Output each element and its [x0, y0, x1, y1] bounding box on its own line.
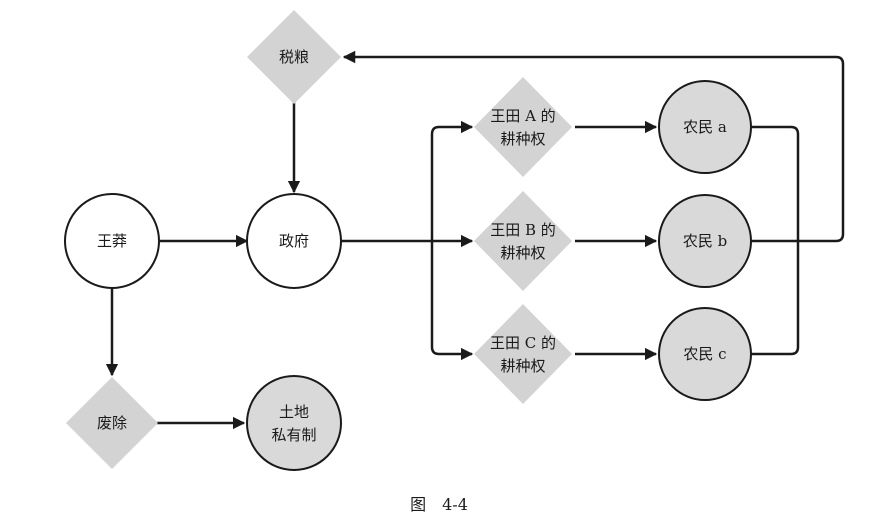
node-field-c-label-line1: 王田 C 的 — [490, 334, 556, 352]
node-farmer-a-label: 农民 a — [683, 118, 727, 136]
node-field-b-label-line1: 王田 B 的 — [490, 221, 556, 239]
node-field-b-diamond — [474, 191, 572, 291]
node-tax-grain-diamond — [247, 10, 341, 104]
node-private-land: 土地 私有制 — [246, 375, 342, 471]
node-wang-mang-label: 王莽 — [97, 232, 127, 250]
node-farmer-a: 农民 a — [658, 80, 752, 174]
edge-government-to-field-c — [430, 241, 474, 361]
node-farmer-b-label: 农民 b — [683, 232, 727, 250]
node-field-a: 王田 A 的 耕种权 — [474, 77, 572, 177]
node-tax-grain: 税粮 — [247, 10, 341, 104]
edge-government-to-field-a — [430, 120, 474, 241]
node-private-land-label-line2: 私有制 — [271, 426, 316, 444]
node-farmer-c: 农民 c — [658, 307, 752, 401]
node-government-circle — [246, 193, 342, 289]
edge-farmer-b-to-taxgrain — [342, 50, 845, 243]
node-field-a-diamond — [474, 77, 572, 177]
node-private-land-circle — [246, 375, 342, 471]
node-farmer-c-circle — [658, 307, 752, 401]
node-field-b-label-line2: 耕种权 — [500, 244, 545, 262]
node-private-land-label-line1: 土地 — [279, 403, 309, 421]
node-farmer-b-circle — [658, 194, 752, 288]
node-farmer-a-circle — [658, 80, 752, 174]
node-farmer-c-label: 农民 c — [683, 345, 726, 363]
figure-caption: 图 4-4 — [410, 495, 468, 514]
node-tax-grain-label: 税粮 — [279, 48, 309, 66]
node-wang-mang: 王莽 — [64, 193, 160, 289]
node-field-c: 王田 C 的 耕种权 — [474, 304, 572, 404]
node-abolish-label: 废除 — [97, 414, 127, 432]
node-field-a-label-line2: 耕种权 — [500, 130, 545, 148]
node-wang-mang-circle — [64, 193, 160, 289]
node-field-c-diamond — [474, 304, 572, 404]
node-field-b: 王田 B 的 耕种权 — [474, 191, 572, 291]
node-abolish: 废除 — [66, 377, 158, 469]
edges — [105, 50, 845, 430]
node-field-a-label-line1: 王田 A 的 — [490, 107, 555, 125]
node-government: 政府 — [246, 193, 342, 289]
node-field-c-label-line2: 耕种权 — [500, 357, 545, 375]
node-government-label: 政府 — [279, 232, 309, 250]
node-farmer-b: 农民 b — [658, 194, 752, 288]
node-abolish-diamond — [66, 377, 158, 469]
